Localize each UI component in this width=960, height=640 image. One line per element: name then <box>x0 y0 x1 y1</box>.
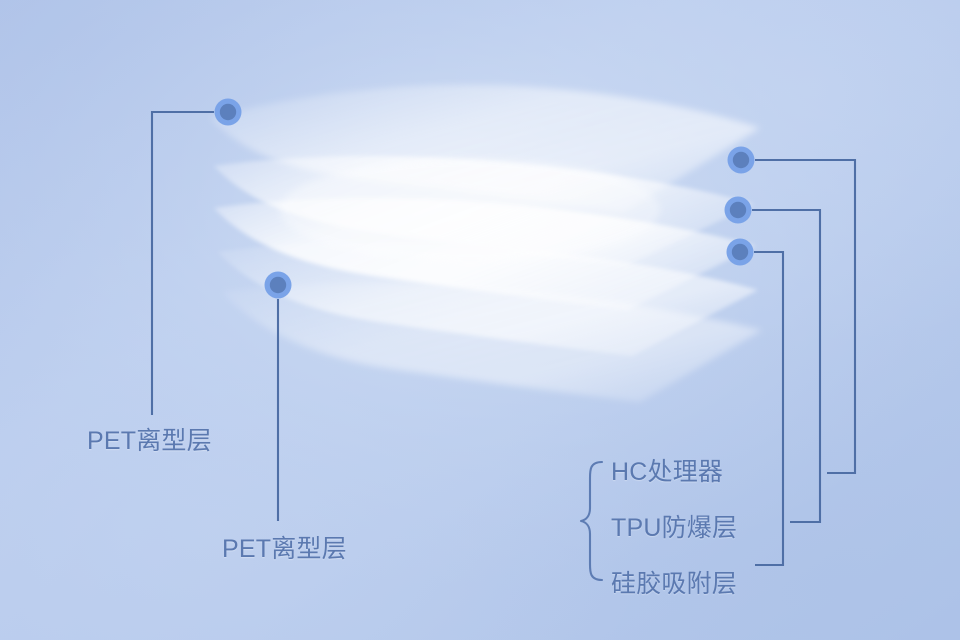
callout-label-pet-top: PET离型层 <box>87 427 212 455</box>
callout-label-hc: HC处理器 <box>611 458 724 486</box>
callout-label-pet-bottom: PET离型层 <box>222 535 347 563</box>
callout-label-tpu: TPU防爆层 <box>611 514 738 542</box>
callout-label-silicone: 硅胶吸附层 <box>611 570 738 598</box>
